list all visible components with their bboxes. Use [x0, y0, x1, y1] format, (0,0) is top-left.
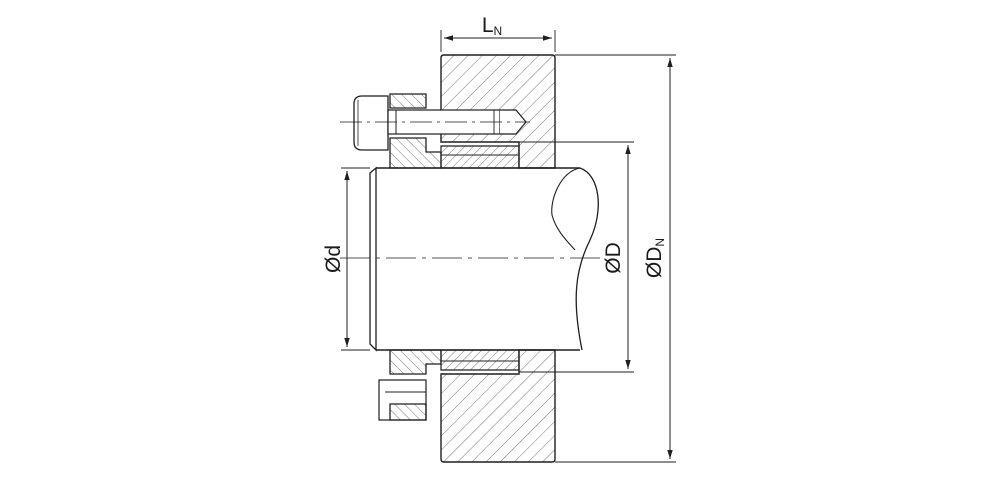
- dim-label-hub-length-main: L: [482, 14, 494, 37]
- dimension-lines: [341, 30, 676, 463]
- dim-label-hub-length: LN: [482, 14, 502, 38]
- dim-label-hub-diameter-main: ØD: [643, 247, 666, 279]
- dim-label-shaft-diameter: ØD: [602, 242, 625, 274]
- dim-label-hub-diameter: ØDN: [643, 238, 667, 278]
- clamping-screw: [340, 95, 530, 151]
- dim-label-bore-diameter: Ød: [322, 245, 345, 273]
- dim-label-hub-diameter-sub: N: [653, 238, 667, 247]
- dim-label-hub-length-sub: N: [494, 24, 503, 38]
- shaft: [340, 166, 600, 352]
